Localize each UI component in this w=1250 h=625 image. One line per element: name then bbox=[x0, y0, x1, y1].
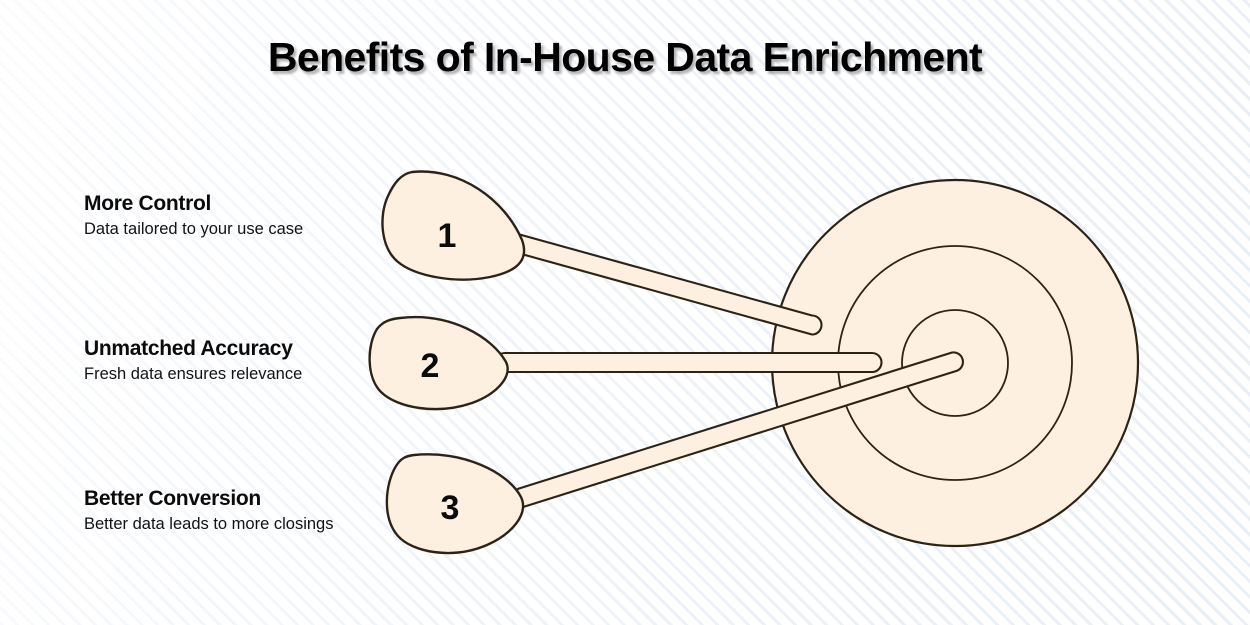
benefit-subtitle-1: Data tailored to your use case bbox=[84, 220, 304, 239]
dart-1-flight bbox=[381, 170, 526, 281]
dart-3-number: 3 bbox=[441, 489, 460, 527]
benefit-title-1: More Control bbox=[84, 192, 212, 215]
dart-1-shaft bbox=[505, 232, 823, 336]
page-title: Benefits of In-House Data Enrichment bbox=[267, 34, 983, 80]
dart-2-flight bbox=[368, 315, 509, 411]
dart-3: 3 bbox=[385, 351, 964, 555]
dart-1-number: 1 bbox=[438, 217, 457, 255]
benefit-subtitle-2: Fresh data ensures relevance bbox=[84, 365, 303, 384]
dart-2-shaft bbox=[494, 351, 883, 374]
dart-2-number: 2 bbox=[421, 347, 440, 385]
dart-1: 1 bbox=[381, 170, 823, 336]
benefit-block-1: More Control Data tailored to your use c… bbox=[84, 192, 414, 240]
dart-3-flight bbox=[385, 453, 525, 555]
benefit-title-3: Better Conversion bbox=[84, 487, 261, 510]
benefit-block-2: Unmatched Accuracy Fresh data ensures re… bbox=[84, 337, 414, 385]
dart-2: 2 bbox=[368, 315, 883, 411]
benefit-block-3: Better Conversion Better data leads to m… bbox=[84, 487, 414, 535]
benefit-subtitle-3: Better data leads to more closings bbox=[84, 515, 334, 534]
benefit-title-2: Unmatched Accuracy bbox=[84, 337, 293, 360]
